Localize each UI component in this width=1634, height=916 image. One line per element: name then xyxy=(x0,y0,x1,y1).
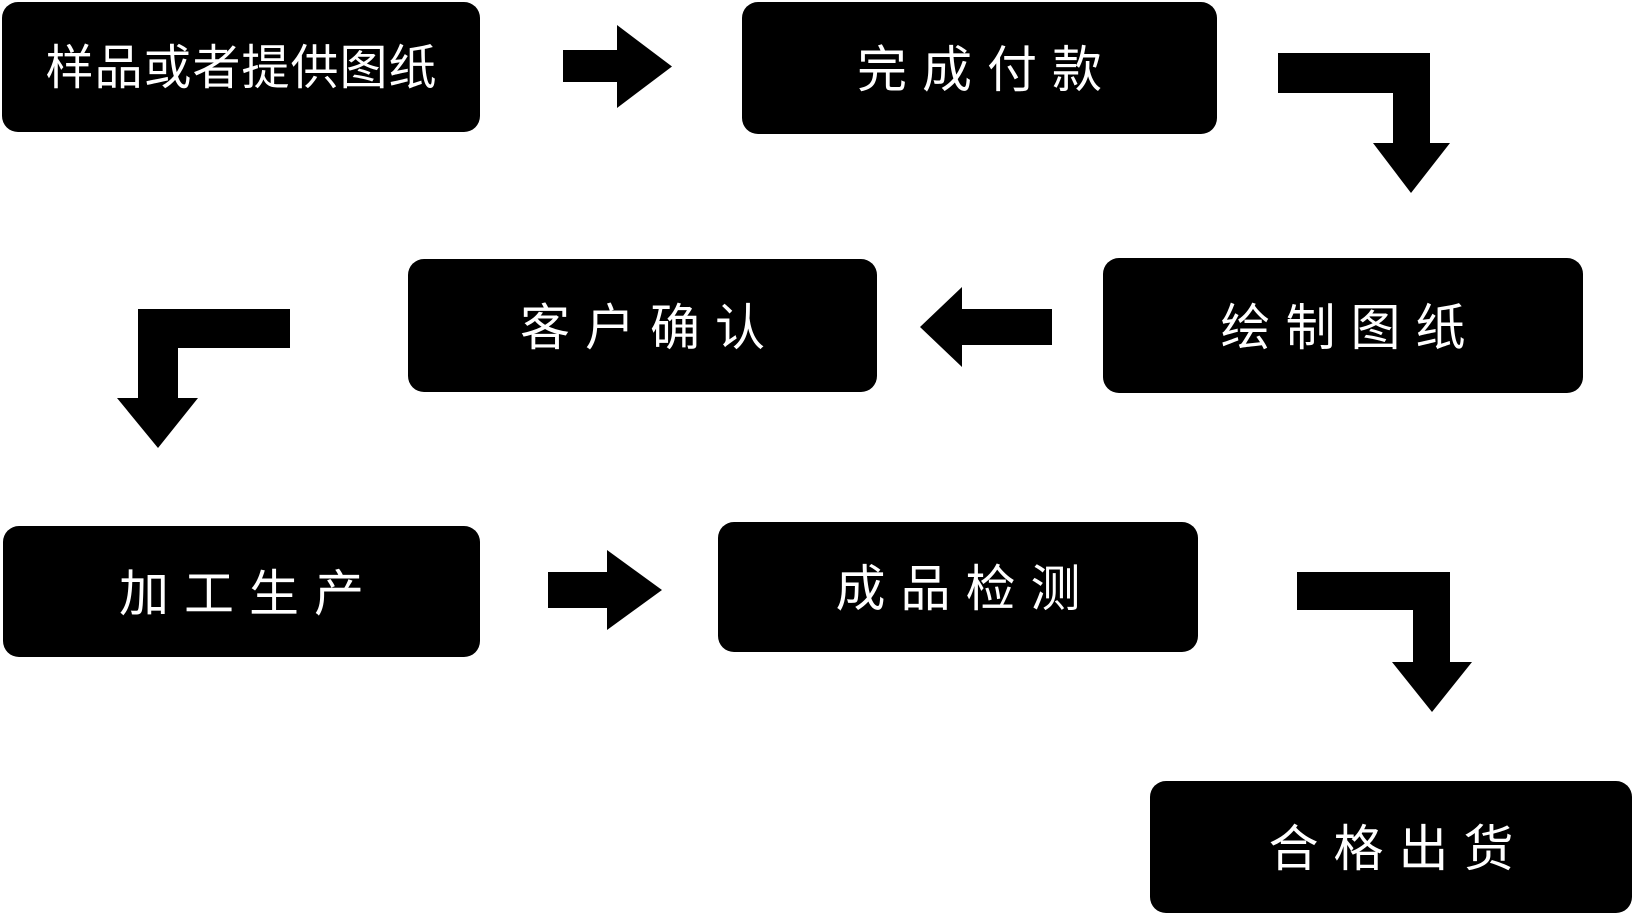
node-label: 成品检测 xyxy=(835,561,1096,617)
arrow-right-icon xyxy=(563,25,672,108)
arrow-left-icon xyxy=(920,287,1052,367)
arrow-right-icon xyxy=(548,550,662,630)
flow-node-step-7: 合格出货 xyxy=(1150,781,1632,913)
elbow-arrow-down-left-icon xyxy=(117,309,290,448)
node-label: 加工生产 xyxy=(119,565,379,622)
node-label: 样品或者提供图纸 xyxy=(45,42,438,95)
node-label: 客户确认 xyxy=(520,299,780,356)
flow-node-step-3: 绘制图纸 xyxy=(1103,258,1583,393)
flow-node-step-5: 加工生产 xyxy=(3,526,480,657)
elbow-arrow-down-icon xyxy=(1297,572,1472,712)
flow-node-step-4: 客户确认 xyxy=(408,259,877,392)
elbow-arrow-down-icon xyxy=(1278,53,1450,193)
flow-node-step-2: 完成付款 xyxy=(742,2,1217,134)
node-label: 完成付款 xyxy=(857,42,1117,98)
flow-node-step-6: 成品检测 xyxy=(718,522,1198,652)
node-label: 合格出货 xyxy=(1268,821,1529,877)
flow-node-step-1: 样品或者提供图纸 xyxy=(2,2,480,132)
node-label: 绘制图纸 xyxy=(1220,299,1481,356)
